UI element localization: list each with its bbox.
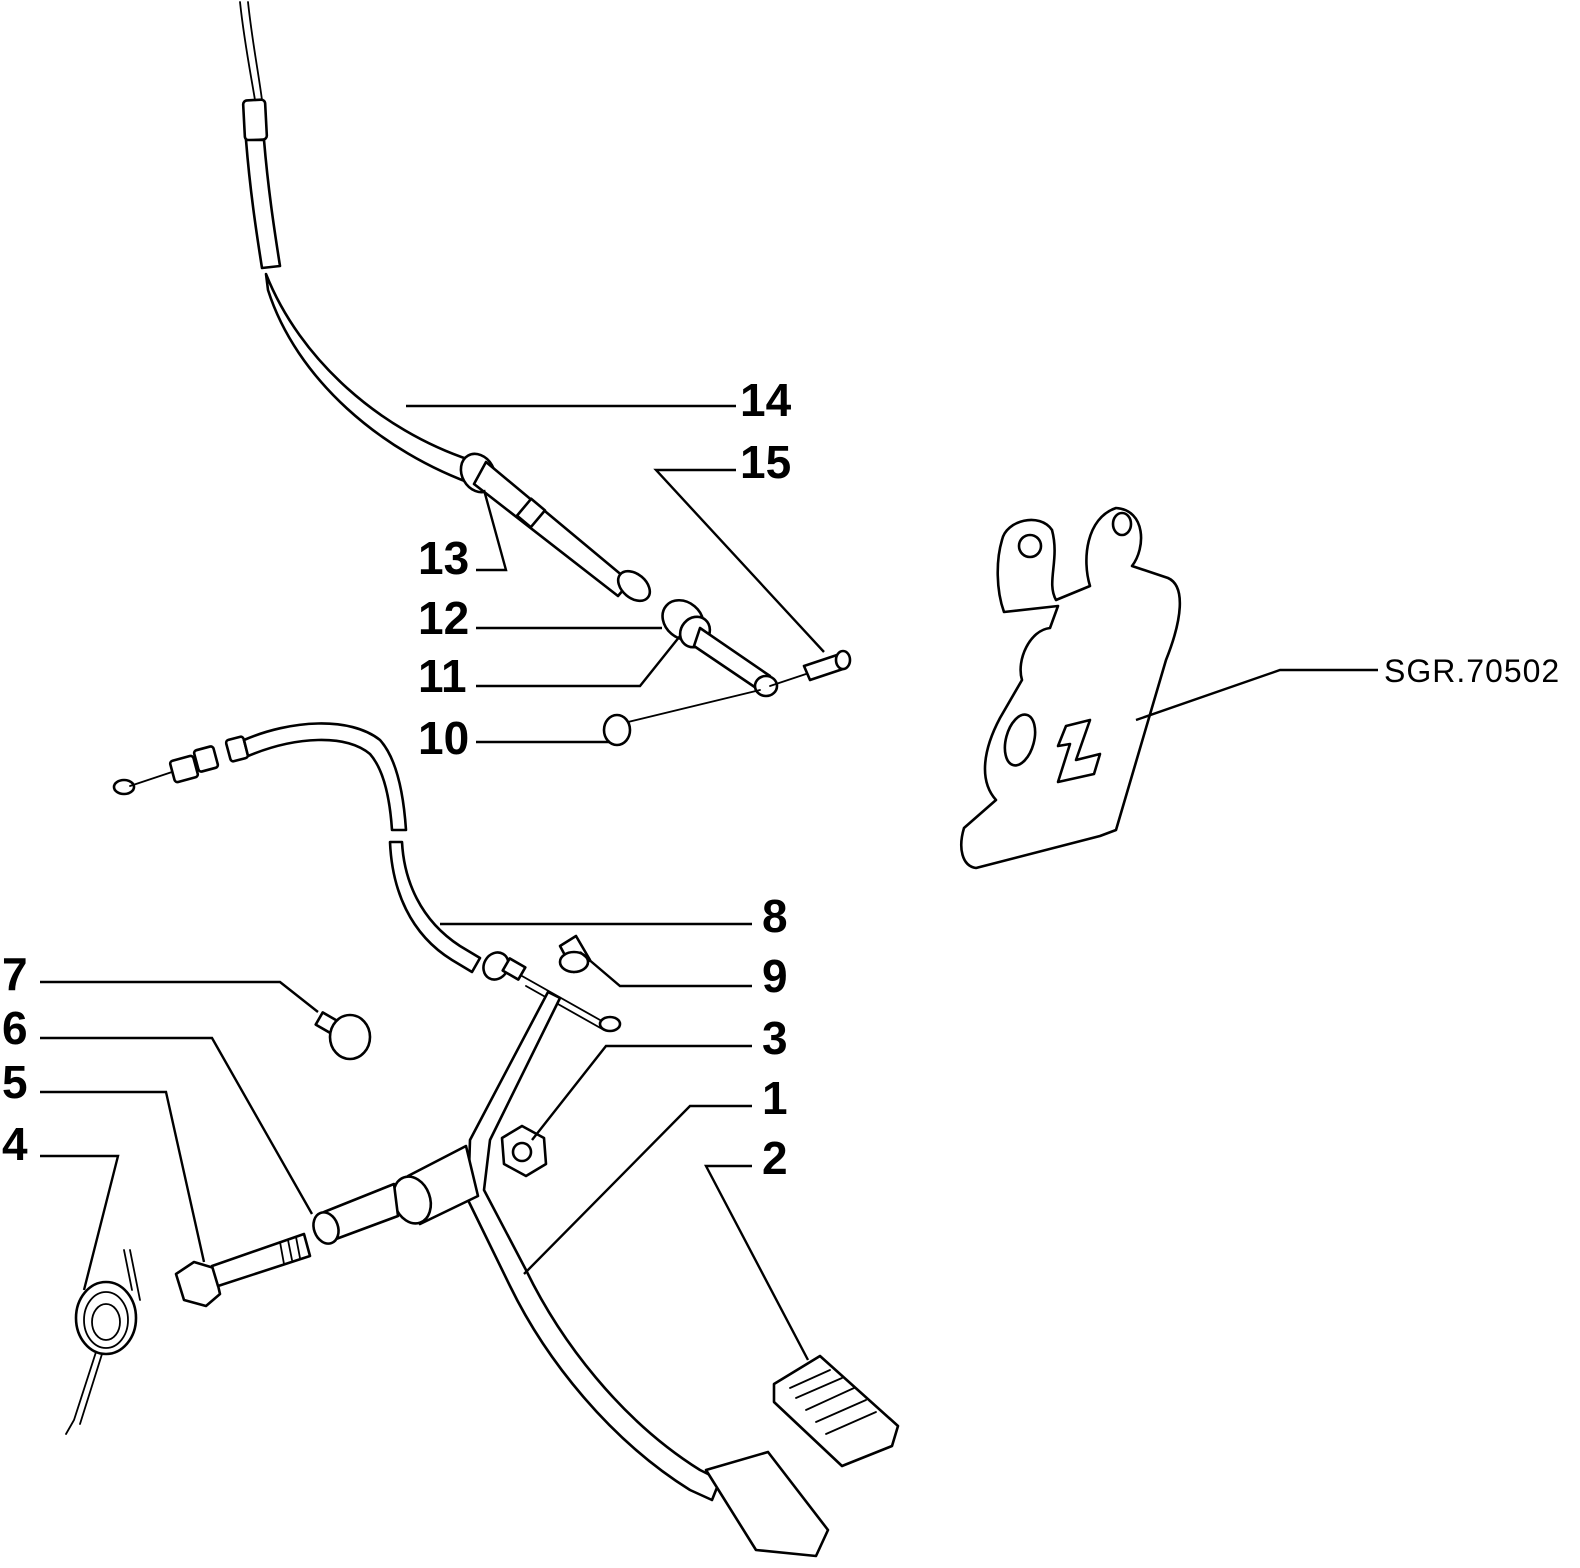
part-4-spring xyxy=(65,1249,141,1435)
callout-7: 7 xyxy=(2,948,28,1000)
callout-1: 1 xyxy=(762,1072,788,1124)
callout-14: 14 xyxy=(740,374,792,426)
lower-cable xyxy=(112,722,622,1033)
callout-9: 9 xyxy=(762,950,788,1002)
callout-11: 11 xyxy=(418,650,467,702)
callout-2: 2 xyxy=(762,1132,788,1184)
part-2-pedal-pad xyxy=(772,1354,900,1468)
callout-15: 15 xyxy=(740,436,791,488)
upper-cable xyxy=(239,1,852,747)
reference-code: SGR.70502 xyxy=(1384,653,1560,689)
leader-lines xyxy=(40,404,1378,1361)
callout-13: 13 xyxy=(418,532,469,584)
callout-6: 6 xyxy=(2,1002,28,1054)
callout-12: 12 xyxy=(418,592,469,644)
callout-3: 3 xyxy=(762,1012,788,1064)
callout-10: 10 xyxy=(418,712,469,764)
part-3-nut xyxy=(500,1124,548,1178)
part-7-stop xyxy=(314,1011,372,1061)
bracket-sgr-70502 xyxy=(960,506,1182,870)
callout-labels: 14 15 13 12 11 10 8 9 7 6 5 4 3 1 2 SGR.… xyxy=(2,374,1560,1184)
callout-8: 8 xyxy=(762,890,788,942)
part-1-pedal-lever xyxy=(312,990,830,1558)
callout-4: 4 xyxy=(2,1118,28,1170)
part-5-bolt xyxy=(174,1232,312,1308)
callout-5: 5 xyxy=(2,1056,28,1108)
